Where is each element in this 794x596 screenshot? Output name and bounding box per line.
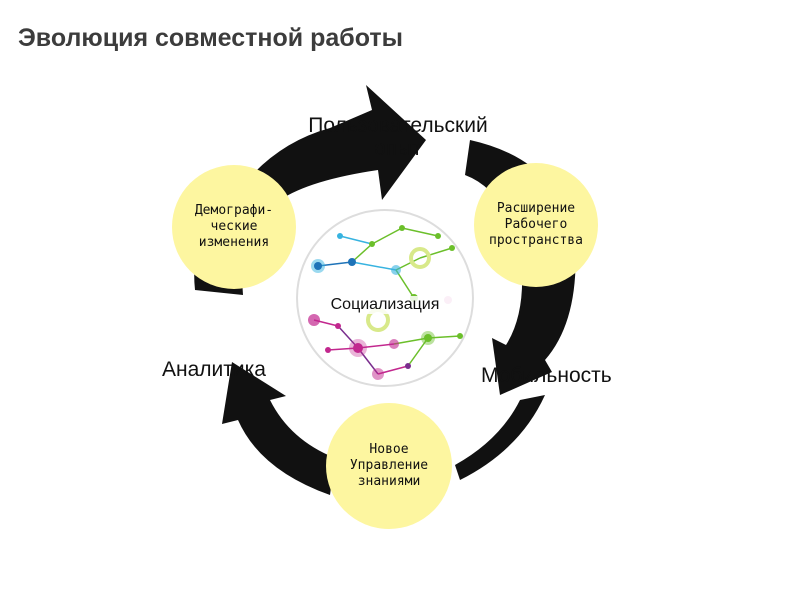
node-knowledge-management-label: Новое Управление знаниями [349,441,429,490]
arrow-bottom-right [455,395,545,480]
arc-label-top: Пользовательский опыт [308,114,488,161]
arc-label-right: Мобильность [481,364,612,387]
page-title: Эволюция совместной работы [18,24,403,52]
node-knowledge-management: Новое Управление знаниями [326,403,452,529]
node-workspace-expansion-label: Расширение Рабочего пространства [489,200,583,249]
arrow-bottom-left [222,362,335,495]
node-demographic-changes: Демографи- ческие изменения [172,165,296,289]
node-demographic-changes-label: Демографи- ческие изменения [194,202,274,251]
center-label: Социализация [310,296,460,314]
node-workspace-expansion: Расширение Рабочего пространства [474,163,598,287]
arc-label-left: Аналитика [162,358,266,381]
